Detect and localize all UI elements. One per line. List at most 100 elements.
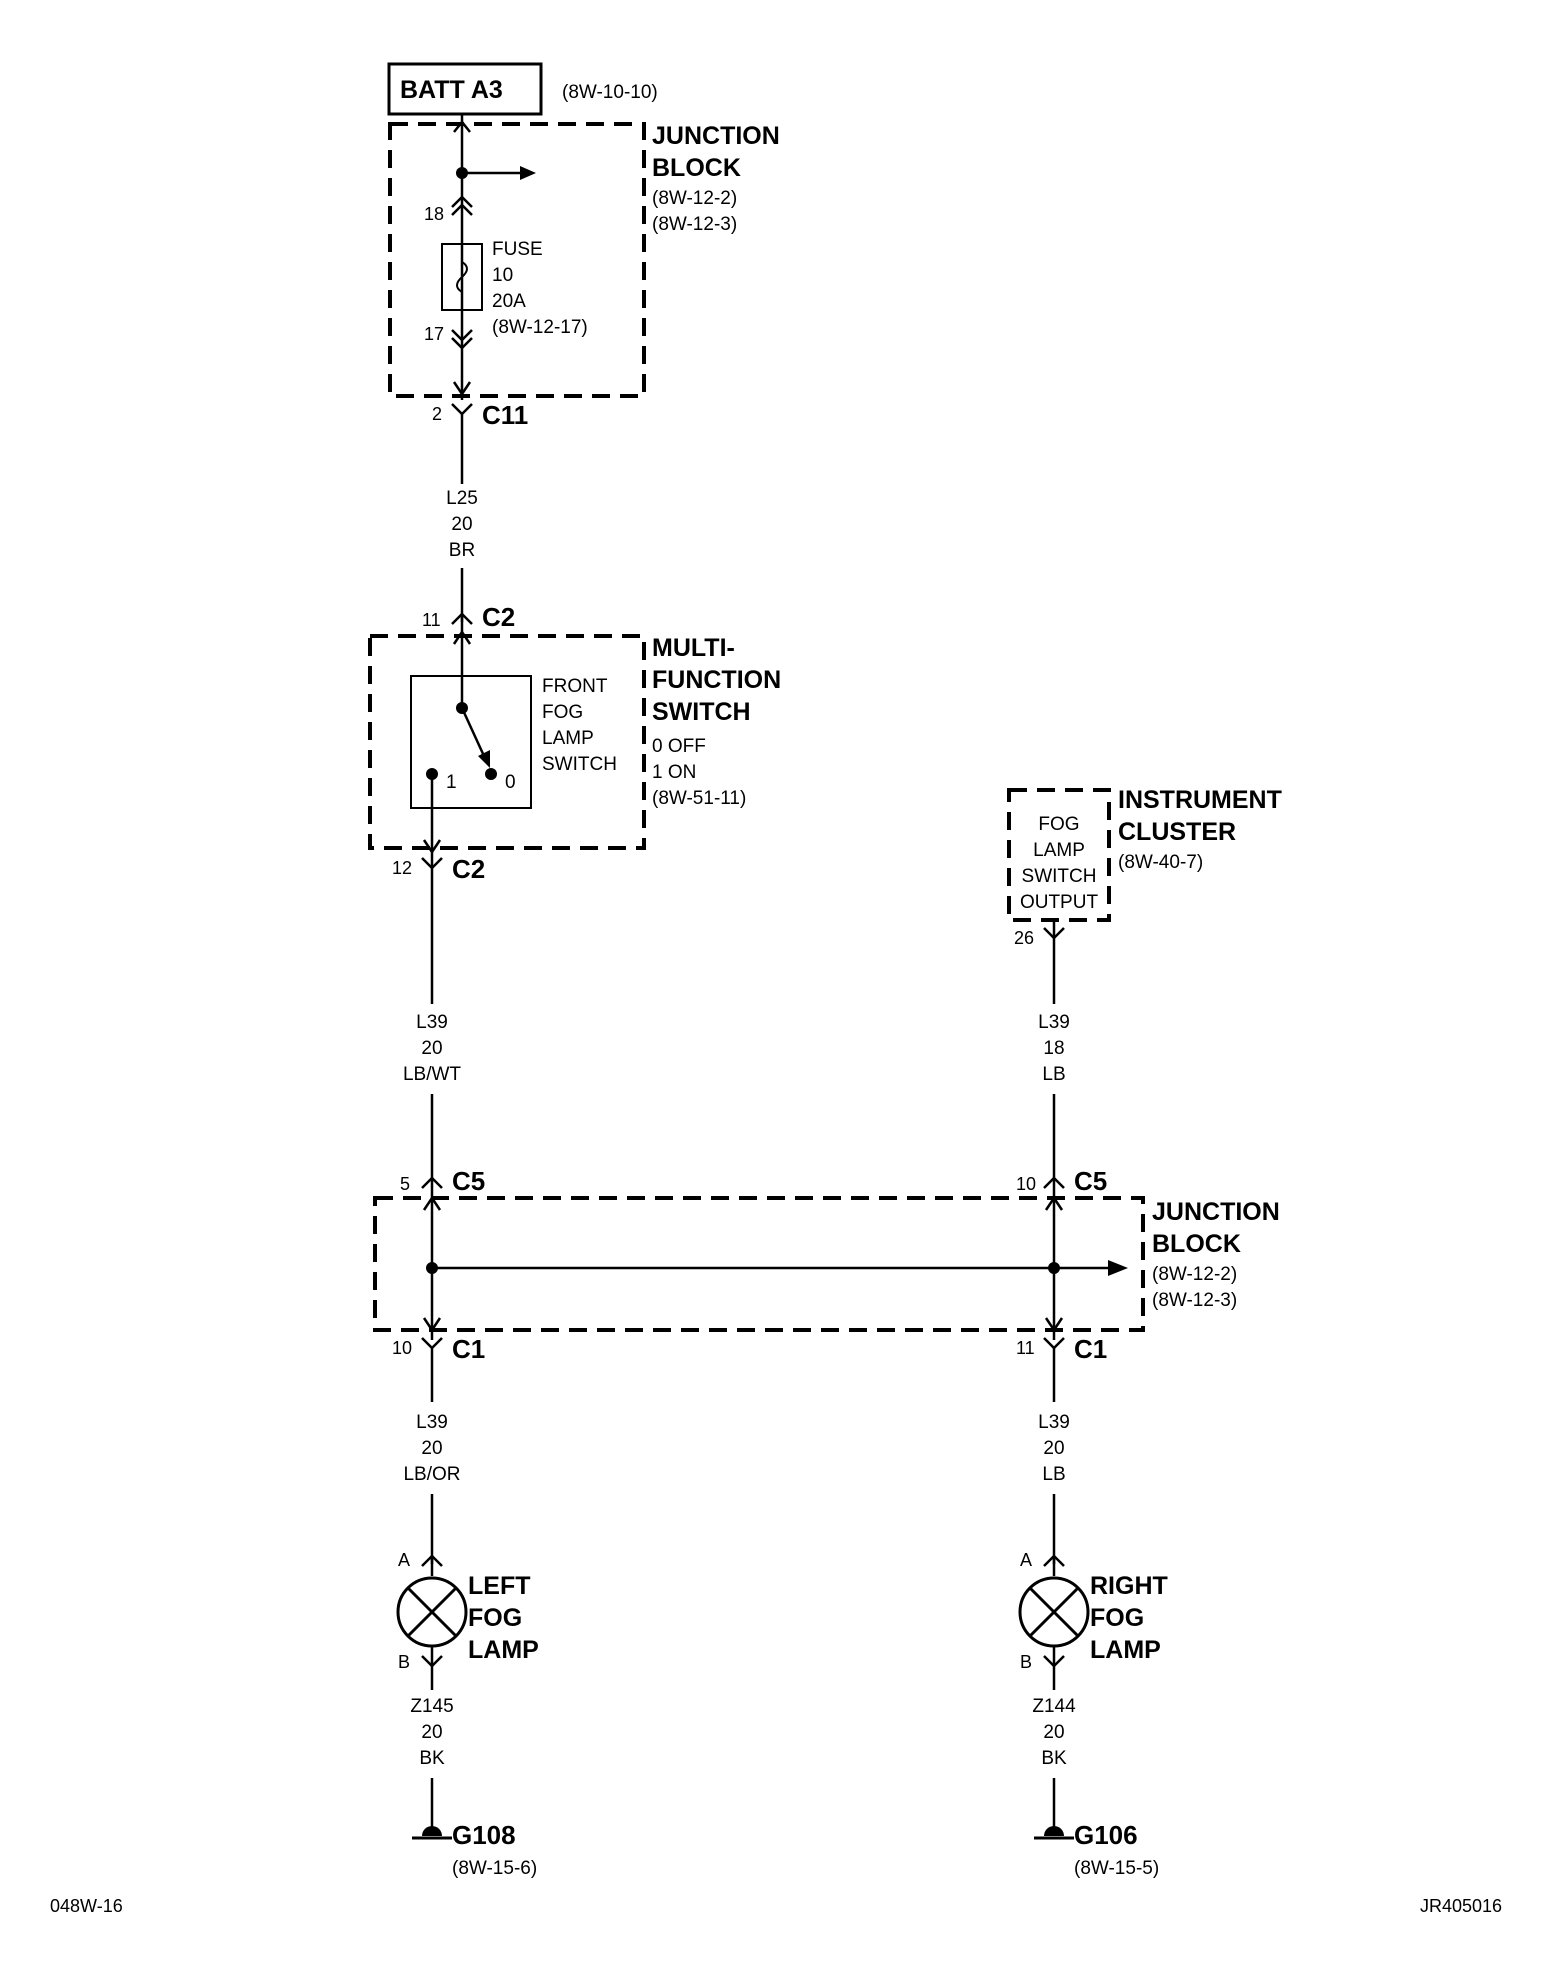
wire-l39-left-circuit: L39 <box>416 1012 448 1033</box>
c11-pin: 2 <box>432 404 442 424</box>
c1-left-pin: 10 <box>392 1338 412 1358</box>
connector-17-icon <box>451 329 473 342</box>
wire-z144-circuit: Z144 <box>1032 1696 1076 1717</box>
fuse-label-2: 10 <box>492 265 513 286</box>
junction-block-bottom-ref-1: (8W-12-2) <box>1152 1264 1237 1285</box>
connector-18-icon <box>451 195 473 208</box>
wire-l39-right-color: LB <box>1042 1064 1065 1085</box>
ground-g108: G108 (8W-15-6) <box>412 1820 537 1879</box>
mfs-switch-label-2: FOG <box>542 702 583 723</box>
g108-ref: (8W-15-6) <box>452 1858 537 1879</box>
batt-label: BATT A3 <box>400 76 503 104</box>
right-lamp-title-3: LAMP <box>1090 1636 1161 1664</box>
mfs-state-1: 1 ON <box>652 762 696 783</box>
c2-out-name: C2 <box>452 854 485 884</box>
wire-l39-right-gauge: 18 <box>1043 1038 1064 1059</box>
fuse-ref: (8W-12-17) <box>492 317 588 338</box>
cluster-output-4: OUTPUT <box>1020 892 1099 913</box>
left-lamp-title-2: FOG <box>468 1604 522 1632</box>
cluster-output-3: SWITCH <box>1022 866 1097 887</box>
c1-right-name: C1 <box>1074 1334 1107 1364</box>
right-lamp-pin-a: A <box>1020 1550 1032 1570</box>
bus-arrow-right-icon <box>1108 1260 1128 1276</box>
mfs-state-0: 0 OFF <box>652 736 706 757</box>
g106-ref: (8W-15-5) <box>1074 1858 1159 1879</box>
wire-l39-lb-or-circuit: L39 <box>416 1412 448 1433</box>
junction-block-top: JUNCTION BLOCK (8W-12-2) (8W-12-3) <box>388 122 780 398</box>
junction-block-top-title-1: JUNCTION <box>652 122 780 150</box>
ground-icon <box>1044 1826 1064 1836</box>
connector-c11: 2 C11 <box>432 400 528 430</box>
wire-l39-lb-circuit: L39 <box>1038 1412 1070 1433</box>
ground-icon <box>422 1826 442 1836</box>
c1-right-pin: 11 <box>1016 1338 1035 1358</box>
wire-l25-circuit: L25 <box>446 488 478 509</box>
wire-l39-right-circuit: L39 <box>1038 1012 1070 1033</box>
mfs-title-2: FUNCTION <box>652 666 781 694</box>
arrow-down-icon <box>452 381 472 397</box>
wire-z144-gauge: 20 <box>1043 1722 1064 1743</box>
arrow-right-icon <box>520 166 536 180</box>
wire-z145-gauge: 20 <box>421 1722 442 1743</box>
right-fog-lamp: A B RIGHT FOG LAMP <box>1018 1550 1168 1672</box>
junction-block-top-ref-2: (8W-12-3) <box>652 214 737 235</box>
switch-pos-1: 1 <box>446 772 457 793</box>
left-lamp-pin-a: A <box>398 1550 410 1570</box>
mfs-switch-label-3: LAMP <box>542 728 594 749</box>
ground-g106: G106 (8W-15-5) <box>1034 1820 1159 1879</box>
mfs-switch-label-4: SWITCH <box>542 754 617 775</box>
cluster-ref: (8W-40-7) <box>1118 852 1203 873</box>
junction-block-bottom-ref-2: (8W-12-3) <box>1152 1290 1237 1311</box>
cluster-title-2: CLUSTER <box>1118 818 1236 846</box>
cluster-output-1: FOG <box>1038 814 1079 835</box>
wire-z145-circuit: Z145 <box>410 1696 453 1717</box>
c5-left-pin: 5 <box>400 1174 410 1194</box>
footer-right-code: JR405016 <box>1420 1896 1502 1916</box>
junction-block-bottom-title-2: BLOCK <box>1152 1230 1241 1258</box>
wire-l25-color: BR <box>449 540 475 561</box>
c5-right-pin: 10 <box>1016 1174 1036 1194</box>
junction-block-top-ref-1: (8W-12-2) <box>652 188 737 209</box>
switch-contact-0 <box>485 768 497 780</box>
left-lamp-title-1: LEFT <box>468 1572 531 1600</box>
left-fog-lamp: A B LEFT FOG LAMP <box>396 1550 539 1672</box>
junction-block-bottom-title-1: JUNCTION <box>1152 1198 1280 1226</box>
connector-c5-left-icon <box>421 1176 443 1189</box>
wire-z145-color: BK <box>419 1748 445 1769</box>
left-lamp-pin-b: B <box>398 1652 410 1672</box>
junction-block-top-title-2: BLOCK <box>652 154 741 182</box>
splice-dot-left <box>426 1262 438 1274</box>
wire-l25-gauge: 20 <box>451 514 472 535</box>
switch-pos-0: 0 <box>505 772 516 793</box>
instrument-cluster: INSTRUMENT CLUSTER (8W-40-7) FOG LAMP SW… <box>1007 786 1282 922</box>
c5-left-name: C5 <box>452 1166 485 1196</box>
right-lamp-title-2: FOG <box>1090 1604 1144 1632</box>
c2-out-pin: 12 <box>392 858 412 878</box>
connector-c5-right-icon <box>1043 1176 1065 1189</box>
fuse-pin-out: 17 <box>424 324 444 344</box>
mfs-title-1: MULTI- <box>652 634 735 662</box>
fuse-pin-in: 18 <box>424 204 444 224</box>
switch-arm-arrow-icon <box>478 750 490 768</box>
cluster-output-2: LAMP <box>1033 840 1085 861</box>
c2-in-pin: 11 <box>422 610 441 630</box>
mfs-title-3: SWITCH <box>652 698 751 726</box>
cluster-pin: 26 <box>1014 928 1034 948</box>
mfs-ref: (8W-51-11) <box>652 788 746 809</box>
c2-in-name: C2 <box>482 602 515 632</box>
fuse-label-3: 20A <box>492 291 526 312</box>
left-lamp-title-3: LAMP <box>468 1636 539 1664</box>
wire-l39-left-gauge: 20 <box>421 1038 442 1059</box>
g108-name: G108 <box>452 1820 516 1850</box>
fuse-label-1: FUSE <box>492 239 543 260</box>
cluster-title-1: INSTRUMENT <box>1118 786 1282 814</box>
mfs-switch-label-1: FRONT <box>542 676 608 697</box>
wire-l39-lb-gauge: 20 <box>1043 1438 1064 1459</box>
g106-name: G106 <box>1074 1820 1138 1850</box>
multi-function-switch: MULTI- FUNCTION SWITCH 0 OFF 1 ON (8W-51… <box>368 634 781 850</box>
wire-l39-lb-or-color: LB/OR <box>403 1464 460 1485</box>
c1-left-name: C1 <box>452 1334 485 1364</box>
c11-name: C11 <box>482 400 528 430</box>
splice-dot-right <box>1048 1262 1060 1274</box>
